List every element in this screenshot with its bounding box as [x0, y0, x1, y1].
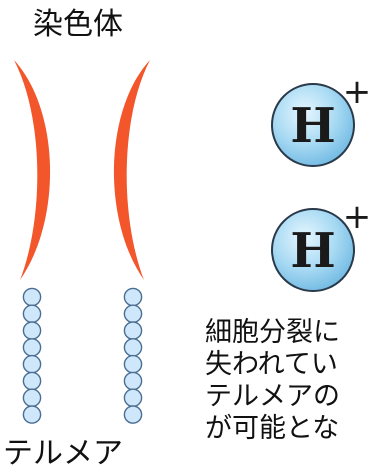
- chromatid-right: [113, 60, 150, 280]
- telomere-bead: [123, 388, 143, 408]
- ion-1-charge: +: [343, 72, 370, 112]
- telomere-bead: [123, 371, 143, 391]
- telomere-bead: [22, 287, 42, 307]
- telomere-bead: [123, 304, 143, 324]
- telomere-label: テルメア: [3, 436, 123, 471]
- hydrogen-ion-1: H +: [271, 72, 370, 167]
- telomere-chain-left: [22, 287, 42, 424]
- description-line: 失われてい: [205, 349, 338, 380]
- telomere-bead: [22, 338, 42, 357]
- telomere-bead: [22, 321, 42, 340]
- telomere-bead: [123, 405, 143, 424]
- ion-1-sphere: [271, 83, 355, 167]
- description-text: 細胞分裂に 失われてい テルメアの が可能とな: [205, 317, 370, 445]
- description-line: 細胞分裂に: [205, 317, 340, 348]
- telomere-bead: [22, 371, 42, 391]
- telomere-bead: [22, 304, 42, 324]
- telomere-bead: [123, 287, 143, 307]
- description-line: が可能とな: [205, 413, 340, 444]
- telomere-bead: [22, 354, 42, 374]
- ion-2-charge: +: [343, 197, 370, 237]
- hydrogen-ion-2: H +: [271, 197, 370, 292]
- telomere-bead: [22, 405, 42, 424]
- ion-2-sphere: [271, 208, 355, 292]
- chromatid-left: [14, 60, 51, 280]
- telomere-bead: [123, 321, 143, 340]
- ion-1-symbol: H: [290, 98, 335, 154]
- telomere-chain-right: [123, 287, 143, 424]
- description-line: テルメアの: [205, 381, 340, 412]
- ion-2-symbol: H: [290, 223, 335, 279]
- telomere-bead: [123, 338, 143, 357]
- chromosome-label: 染色体: [33, 7, 123, 42]
- telomere-bead: [22, 388, 42, 408]
- telomere-bead: [123, 354, 143, 374]
